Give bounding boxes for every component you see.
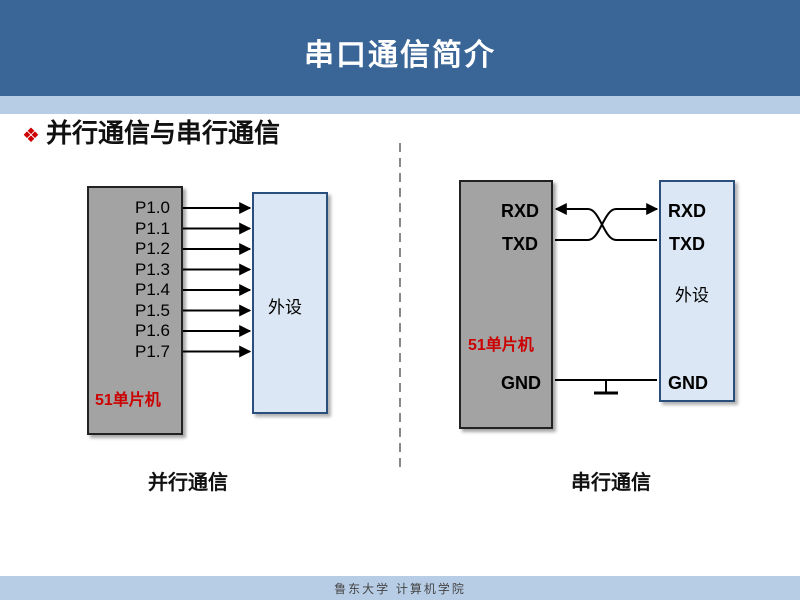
serial-mcu-pin-rxd: RXD [501, 201, 540, 221]
page-title: 串口通信简介 [304, 38, 496, 73]
parallel-pin-label: P1.2 [135, 239, 170, 258]
serial-device-pin-gnd: GND [668, 373, 708, 393]
parallel-pin-label: P1.1 [135, 218, 170, 238]
parallel-pin-label: P1.3 [135, 259, 170, 279]
serial-mcu-pin-gnd: GND [501, 373, 541, 393]
parallel-mcu-label: 51单片机 [95, 392, 161, 409]
parallel-caption: 并行通信 [148, 470, 228, 494]
serial-mcu-pin-txd: TXD [502, 234, 538, 254]
header-band [0, 96, 800, 114]
serial-cross-lines [554, 203, 659, 395]
section-heading-text: 并行通信与串行通信 [45, 119, 280, 149]
parallel-pin-label: P1.5 [135, 300, 170, 320]
footer-bar: 鲁东大学 计算机学院 [0, 576, 800, 600]
parallel-pin-label: P1.7 [135, 341, 170, 361]
serial-device-pin-txd: TXD [669, 234, 705, 254]
serial-device-pin-rxd: RXD [668, 201, 707, 221]
parallel-pin-label: P1.4 [135, 280, 170, 299]
serial-mcu-box [459, 180, 553, 429]
section-heading: ❖并行通信与串行通信 [22, 113, 280, 150]
parallel-data-lines [183, 202, 252, 358]
diamond-bullet-icon: ❖ [22, 123, 40, 147]
rxd-line [554, 203, 657, 241]
parallel-pin-label: P1.6 [135, 321, 170, 340]
serial-mcu-label: 51单片机 [468, 337, 534, 354]
header-bar [0, 0, 800, 96]
parallel-mcu-box [87, 186, 183, 435]
serial-device-box [659, 180, 735, 402]
parallel-pin-label: P1.0 [135, 198, 170, 217]
serial-device-label: 外设 [675, 286, 709, 305]
serial-caption: 串行通信 [571, 470, 651, 494]
txd-line [555, 203, 659, 241]
footer-text: 鲁东大学 计算机学院 [334, 582, 466, 596]
parallel-device-box [252, 192, 328, 414]
parallel-device-label: 外设 [268, 298, 302, 317]
